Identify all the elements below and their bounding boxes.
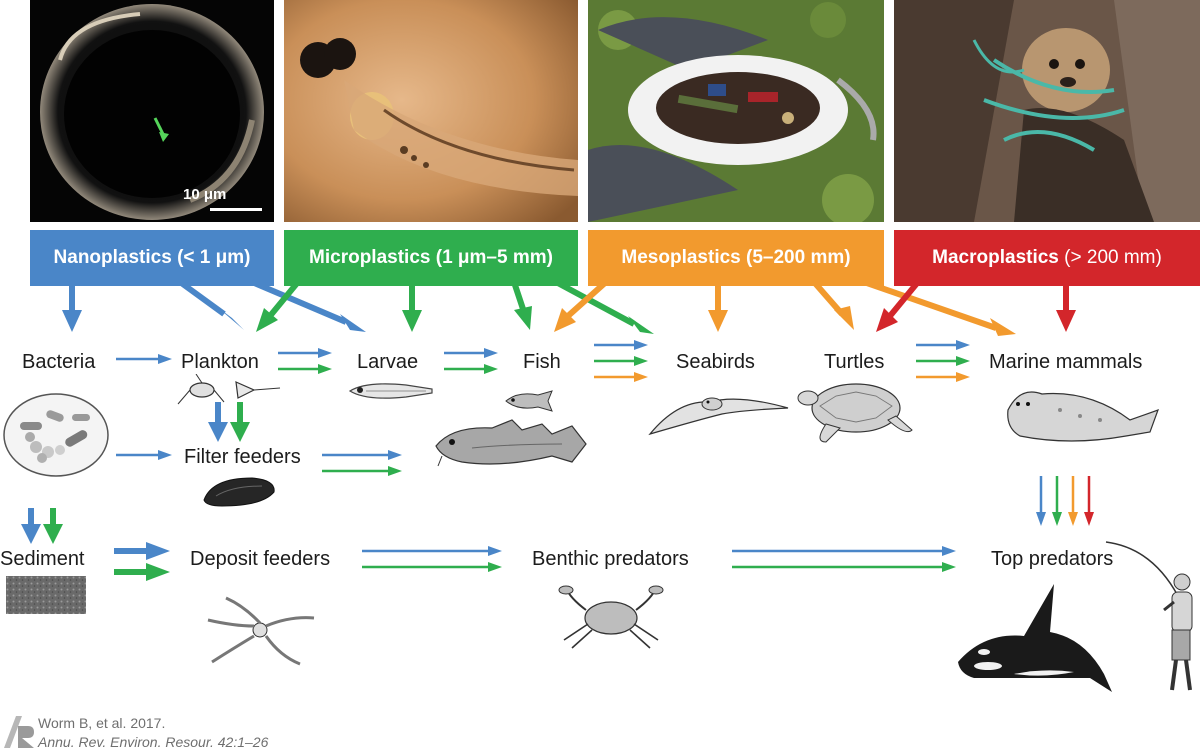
arrowhead-meso-fish [554,308,576,332]
brittle-star-icon [207,596,315,666]
arrowhead-nano-larvae [340,314,366,332]
credit-line-2: Annu. Rev. Environ. Resour. 42:1–26 [38,734,269,750]
arrow-meso-turtles [811,280,845,316]
node-larvae: Larvae [357,351,419,373]
band-macroplastics: Macroplastics (> 200 mm) [894,230,1200,286]
arrowhead-macro-mammals [1056,310,1076,332]
annual-reviews-logo [4,716,34,748]
sea-turtle-icon [797,383,913,443]
node-bacteria: Bacteria [22,351,96,373]
arrow-micro-seabirds [554,279,636,327]
arrowhead-meso-mammals [990,318,1016,336]
credit-line-1: Worm B, et al. 2017. [38,715,166,731]
arrow-micro-fish [511,281,527,313]
arrow-nano-larvae [250,279,348,325]
cod-fish-icon [435,419,587,467]
arrow-macro-turtles [887,280,921,318]
arrowhead-meso-turtles [834,306,854,330]
band-nanoplastics-label: Nanoplastics (< 1 μm) [53,247,251,268]
plankton-organisms-icon [177,374,281,405]
arrowhead-micro-fish [514,306,532,330]
band-mesoplastics: Mesoplastics (5–200 mm) [588,230,884,286]
node-deposit-feeders: Deposit feeders [190,548,331,570]
crab-icon [558,585,664,649]
mussel-icon [203,477,275,507]
band-mesoplastics-label: Mesoplastics (5–200 mm) [621,247,851,268]
node-benthic-predators: Benthic predators [532,548,689,570]
fisherman-icon [1105,541,1193,691]
arrowhead-macro-turtles [876,308,898,332]
fish-larva-icon [348,383,433,399]
seal-icon [1007,391,1159,442]
photo-macroplastic-seal [894,0,1200,222]
bacteria-colony-icon [3,393,109,477]
seabird-icon [648,397,789,436]
node-filter-feeders: Filter feeders [184,446,301,468]
photo-microplastic-larva [284,0,578,222]
arrow-micro-plankton [267,280,301,318]
node-seabirds: Seabirds [676,351,755,373]
scale-bar-label: 10 μm [183,186,227,203]
small-fish-icon [505,390,553,412]
node-fish: Fish [523,351,561,373]
arrowhead-nano-plankton [216,306,244,330]
node-plankton: Plankton [181,351,259,373]
arrow-meso-mammals [863,279,997,331]
node-turtles: Turtles [824,351,885,373]
arrow-nano-plankton [178,279,226,317]
band-microplastics: Microplastics (1 μm–5 mm) [284,230,578,286]
arrowhead-micro-plankton [256,308,278,332]
band-nanoplastics: Nanoplastics (< 1 μm) [30,230,274,286]
arrowhead-nano-bacteria [62,310,82,332]
node-sediment: Sediment [0,548,85,570]
arrowhead-micro-larvae [402,310,422,332]
band-microplastics-label: Microplastics (1 μm–5 mm) [309,247,553,268]
sediment-sample-icon [6,576,86,614]
node-top-predators: Top predators [991,548,1114,570]
band-macroplastics-label: Macroplastics [932,247,1059,268]
photo-mesoplastic-seabird [588,0,884,222]
photo-nanoplastic-cell [30,0,274,222]
arrowhead-meso-seabirds [708,310,728,332]
arrow-meso-fish [565,279,609,319]
orca-icon [958,584,1112,692]
arrowhead-micro-seabirds [628,316,654,334]
band-macroplastics-detail: (> 200 mm) [1058,247,1162,268]
node-marine-mammals: Marine mammals [989,351,1143,373]
